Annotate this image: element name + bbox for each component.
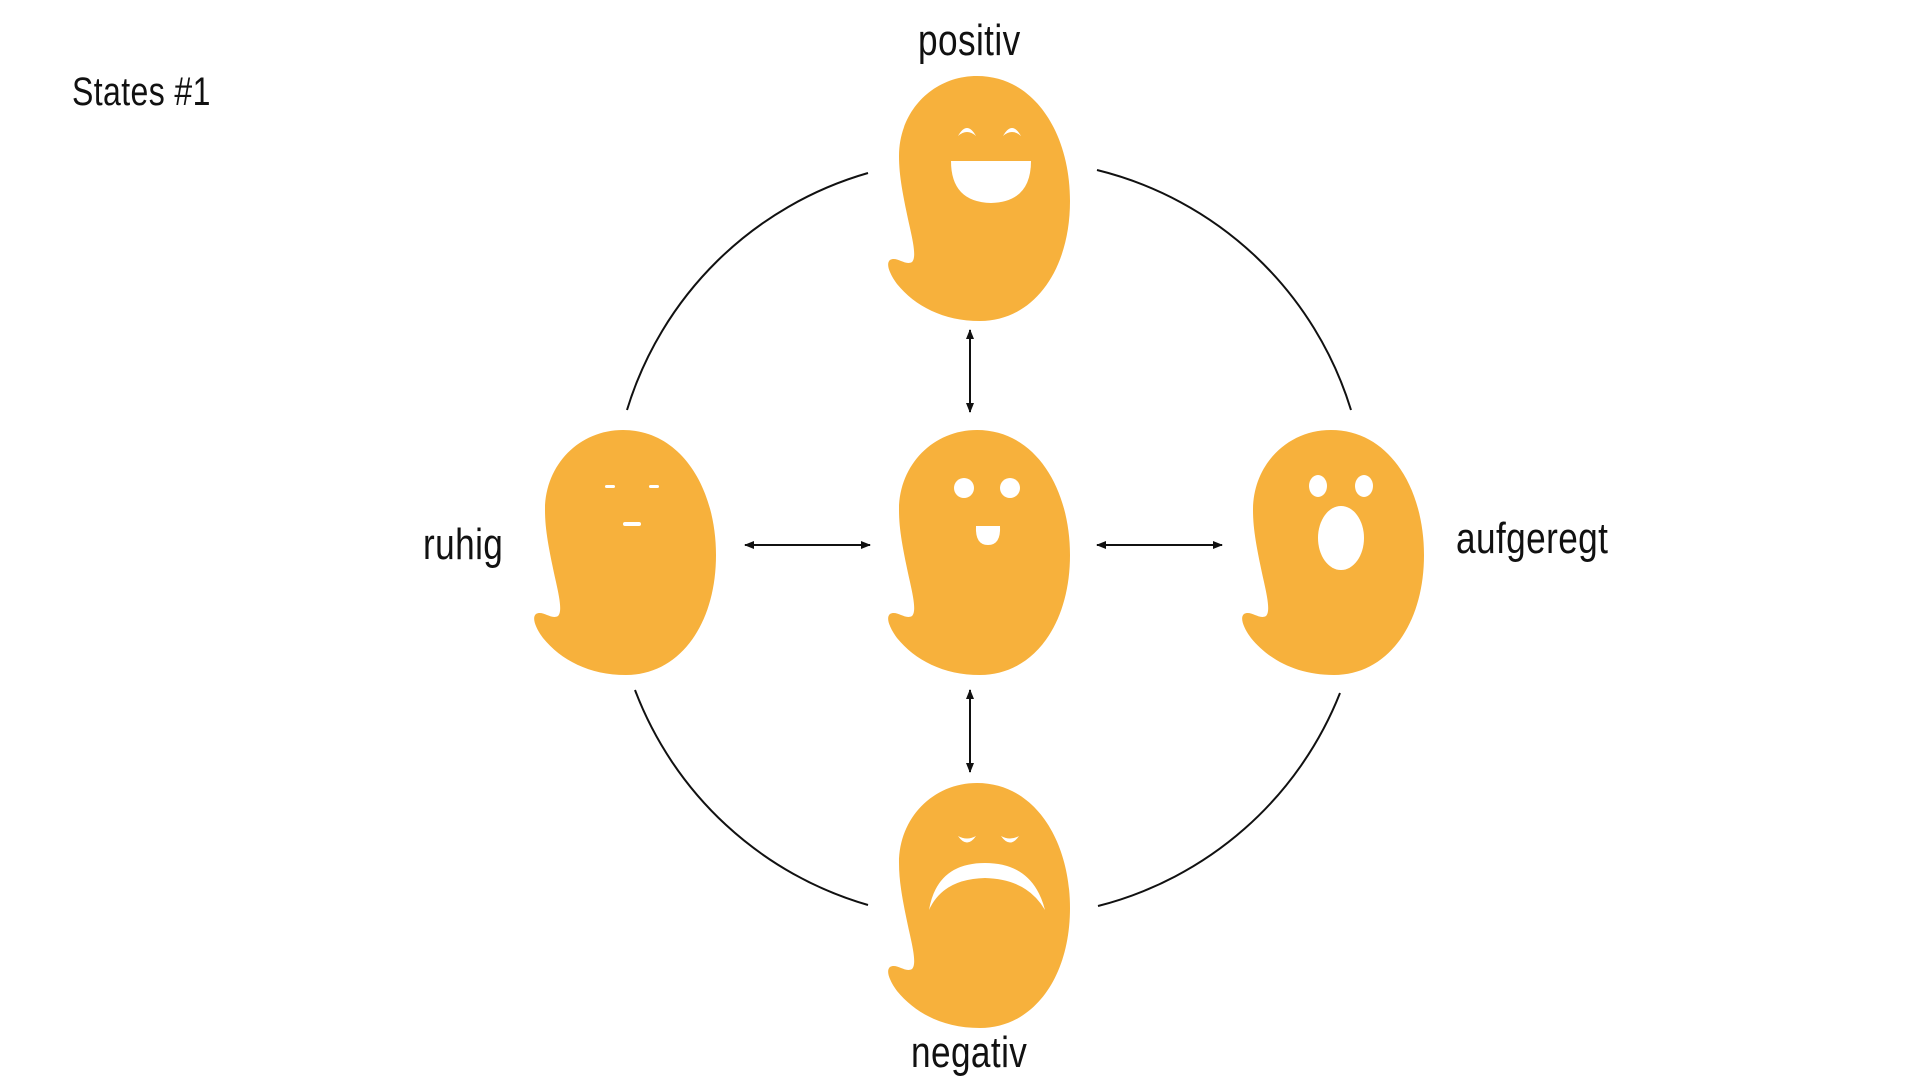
label-positive: positiv xyxy=(918,16,1021,65)
outer-circle-arcs xyxy=(626,169,1352,907)
arc-calm-negative xyxy=(634,689,869,906)
slide-title: States #1 xyxy=(72,70,211,114)
face-surprised xyxy=(1309,475,1373,570)
center-arrows xyxy=(744,329,1223,773)
ghost-neutral-center xyxy=(888,430,1070,675)
ghost-negative xyxy=(888,783,1070,1028)
face-happy xyxy=(951,128,1031,203)
face-neutral xyxy=(954,478,1020,545)
ghost-positive xyxy=(888,76,1070,321)
face-sad xyxy=(929,836,1045,910)
label-negative: negativ xyxy=(911,1028,1028,1077)
ghost-excited xyxy=(1242,430,1424,675)
label-excited: aufgeregt xyxy=(1456,514,1609,563)
ghost-calm xyxy=(534,430,716,675)
arc-excited-negative xyxy=(1097,692,1341,907)
arc-positive-excited xyxy=(1096,169,1352,411)
label-calm: ruhig xyxy=(423,520,504,569)
arc-positive-calm xyxy=(626,172,869,411)
face-calm xyxy=(605,485,659,526)
